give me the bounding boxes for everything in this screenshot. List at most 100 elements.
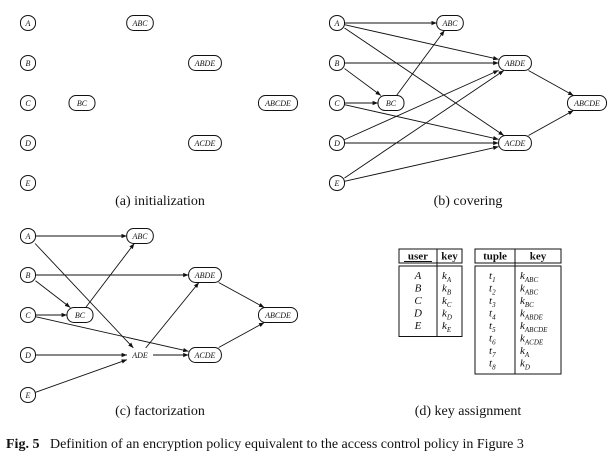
node-ACDE: ACDE [188, 347, 222, 363]
node-ACDE-label: ACDE [504, 139, 526, 148]
node-D-label: D [333, 139, 340, 148]
edge-BC-to-ABC [396, 30, 445, 96]
node-ABCDE: ABCDE [258, 95, 298, 111]
node-A: A [329, 15, 345, 31]
user-table-row-key: kD [442, 308, 452, 322]
edge-A-to-ABDE [344, 24, 499, 61]
node-BC: BC [377, 95, 405, 111]
node-D: D [329, 135, 345, 151]
edge-E-to-ADE [35, 359, 128, 393]
edge-D-to-ABDE [344, 69, 499, 141]
node-D-shape [329, 135, 345, 151]
node-ACDE-shape [498, 135, 532, 151]
edge-A-to-ACDE [344, 27, 505, 136]
edge-E-to-ACDE [344, 145, 499, 182]
node-C-shape [20, 95, 36, 111]
user-table-row-key: kC [442, 295, 452, 309]
edge-A-to-ADE [34, 243, 134, 349]
tuple-table-row-tuple: t6 [489, 333, 496, 347]
node-ACDE-label: ACDE [194, 139, 216, 148]
edge-ABDE-to-ABCDE [218, 282, 265, 308]
node-ABC-shape [126, 15, 154, 31]
user-table-row-key: kE [442, 320, 452, 334]
node-ABCDE-shape [567, 95, 607, 111]
node-B-shape [20, 267, 36, 283]
tuple-table-row-tuple: t2 [489, 283, 496, 297]
node-ABCDE-label: ABCDE [573, 99, 600, 108]
node-ABDE: ABDE [188, 267, 222, 283]
tuple-table-row-key: kD [520, 358, 530, 372]
node-B: B [329, 55, 345, 71]
node-D: D [20, 347, 36, 363]
node-ABCDE: ABCDE [567, 95, 607, 111]
node-B-label: B [335, 59, 340, 68]
node-B: B [20, 267, 36, 283]
caption-covering: (b) covering [434, 194, 503, 209]
caption-factorization: (c) factorization [115, 404, 205, 419]
node-A-shape [329, 15, 345, 31]
tuple-table-header-tuple: tuple [483, 251, 507, 263]
node-ABC-label: ABC [441, 19, 458, 28]
node-ABCDE-label: ABCDE [264, 99, 291, 108]
node-B-shape [20, 55, 36, 71]
node-ABDE-label: ABDE [194, 271, 216, 280]
user-table-row-key: kA [442, 270, 452, 284]
node-ABDE: ABDE [188, 55, 222, 71]
node-E-label: E [334, 179, 340, 188]
node-ABCDE-shape [258, 95, 298, 111]
node-ACDE-shape [188, 347, 222, 363]
node-A: A [20, 15, 36, 31]
node-E: E [329, 175, 345, 191]
node-ADE-label: ADE [131, 351, 148, 360]
edge-C-to-ACDE [35, 316, 189, 353]
node-ACDE-shape [188, 135, 222, 151]
node-ACDE-label: ACDE [194, 351, 216, 360]
tuple-table-row-key: kBC [520, 295, 534, 309]
node-C: C [20, 307, 36, 323]
node-ABC: ABC [126, 15, 154, 31]
tuple-table-row-key: kABDE [520, 308, 543, 322]
edge-B-to-BC [344, 68, 382, 96]
tuple-table-row-tuple: t7 [489, 345, 496, 359]
edge-ADE-to-ABDE [145, 282, 200, 349]
node-D: D [20, 135, 36, 151]
node-C-label: C [25, 99, 31, 108]
node-B: B [20, 55, 36, 71]
tuple-table-row-key: kABCDE [520, 320, 548, 334]
caption-initialization: (a) initialization [115, 194, 205, 209]
edge-ACDE-to-ABCDE [528, 110, 574, 136]
user-table-row-user: B [415, 283, 422, 295]
user-table-row-user: C [414, 295, 422, 307]
node-ABDE-shape [498, 55, 532, 71]
node-C-shape [20, 307, 36, 323]
node-ADE-backdrop [127, 348, 153, 362]
node-ACDE: ACDE [498, 135, 532, 151]
node-E-label: E [25, 179, 31, 188]
node-E-shape [20, 175, 36, 191]
node-D-label: D [24, 351, 31, 360]
edge-ABDE-to-ABCDE [528, 70, 574, 96]
node-ABCDE: ABCDE [258, 307, 298, 323]
node-ABDE: ABDE [498, 55, 532, 71]
node-E-shape [329, 175, 345, 191]
node-D-shape [20, 347, 36, 363]
tuple-table-row-key: kABC [520, 283, 538, 297]
node-BC-shape [68, 95, 96, 111]
user-table-row-user: A [414, 270, 422, 282]
node-B-shape [329, 55, 345, 71]
figure-caption-text: Definition of an encryption policy equiv… [49, 437, 524, 452]
tuple-table-row-tuple: t8 [489, 358, 496, 372]
node-ABCDE-shape [258, 307, 298, 323]
node-A-label: A [334, 19, 340, 28]
figure-caption-label: Fig. 5 [6, 437, 40, 452]
node-ABDE-shape [188, 55, 222, 71]
node-A-label: A [25, 19, 31, 28]
user-table-row-key: kB [442, 283, 452, 297]
tuple-table-row-key: kABC [520, 270, 538, 284]
